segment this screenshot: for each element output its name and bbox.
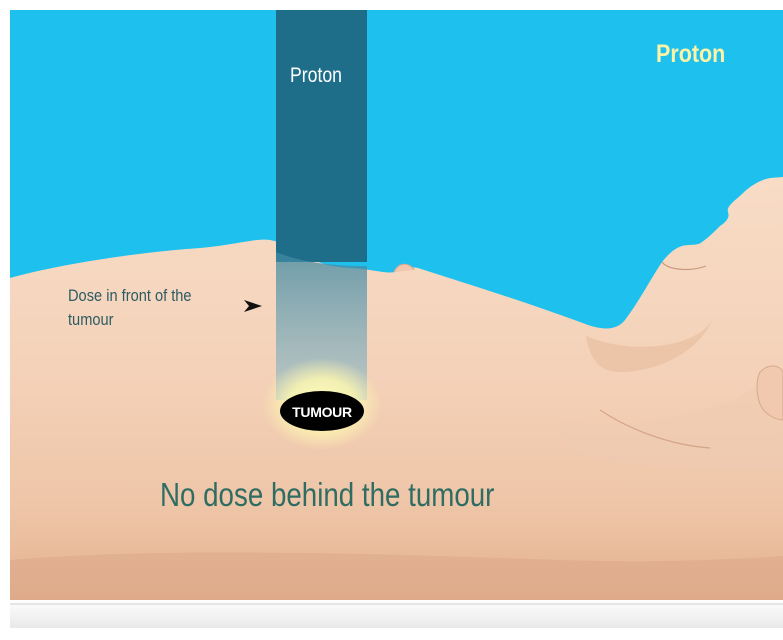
dose-front-line1: Dose in front of the — [68, 284, 192, 308]
diagram-title: Proton — [656, 40, 725, 69]
dose-front-annotation: Dose in front of the tumour — [68, 284, 192, 332]
tumour-label: TUMOUR — [287, 404, 357, 420]
dose-behind-caption: No dose behind the tumour — [160, 476, 494, 514]
proton-beam — [276, 10, 367, 262]
beam-label: Proton — [290, 64, 342, 88]
dose-front-line2: tumour — [68, 308, 192, 332]
treatment-table — [10, 598, 783, 628]
